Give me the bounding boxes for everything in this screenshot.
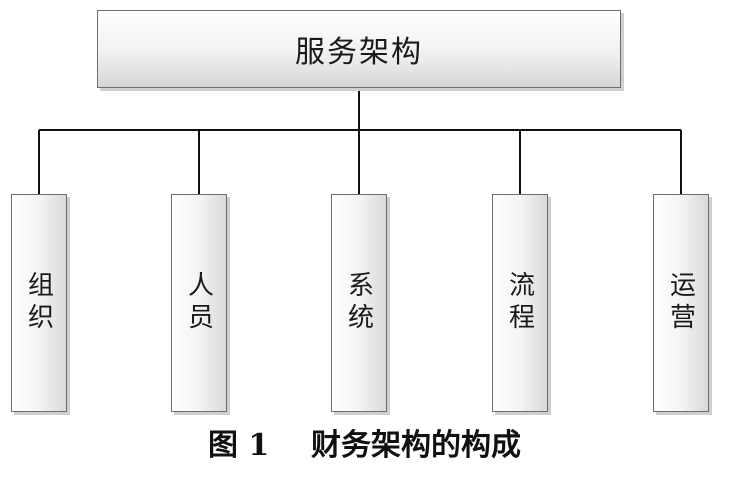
- child-node-label: 运营: [665, 271, 696, 335]
- child-node-operations: 运营: [653, 194, 709, 412]
- child-node-org: 组织: [11, 194, 67, 412]
- child-node-label: 组织: [23, 271, 54, 335]
- figure-caption: 图 1 财务架构的构成: [0, 420, 729, 464]
- child-node-label: 人员: [183, 271, 214, 335]
- figure-number: 图 1: [207, 428, 270, 463]
- figure-title: 财务架构的构成: [311, 428, 522, 463]
- child-node-process: 流程: [492, 194, 548, 412]
- child-node-system: 系统: [331, 194, 387, 412]
- child-node-label: 系统: [343, 271, 374, 335]
- child-node-label: 流程: [504, 271, 535, 335]
- root-node-label: 服务架构: [295, 35, 423, 70]
- child-node-personnel: 人员: [171, 194, 227, 412]
- root-node: 服务架构: [97, 10, 621, 88]
